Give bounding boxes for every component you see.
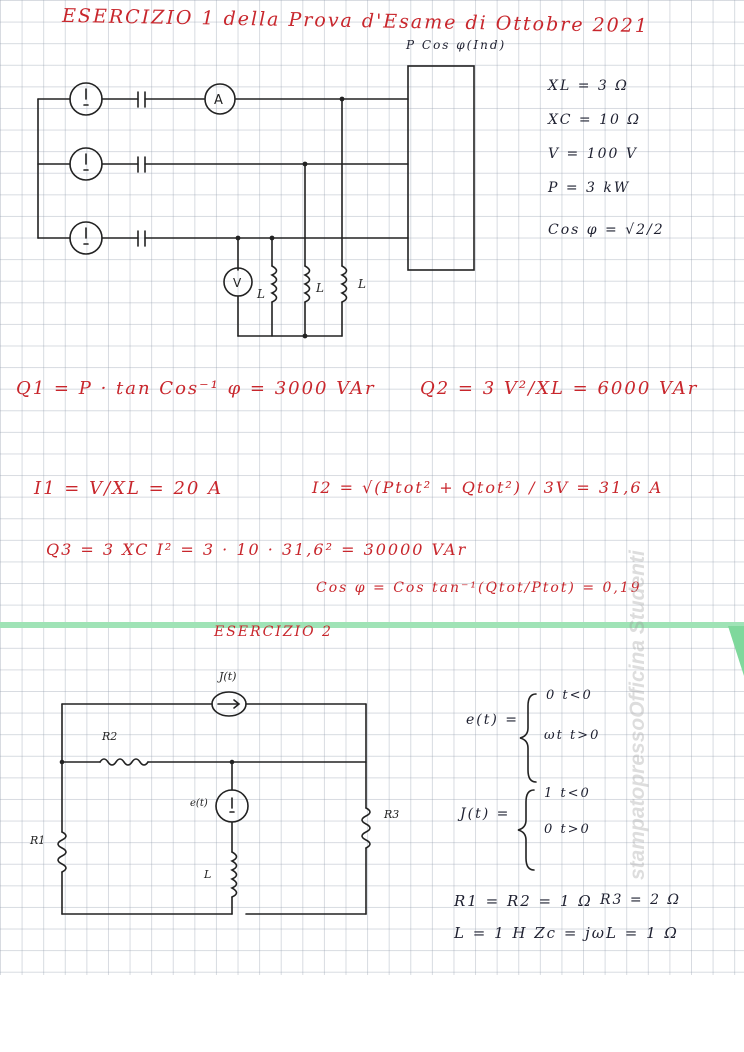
- ammeter-symbol: A: [214, 93, 223, 108]
- j-def-case2: 0 t>0: [544, 822, 591, 837]
- label-r1: R1: [29, 834, 45, 847]
- j-def-case1: 1 t<0: [544, 786, 591, 801]
- inductor-label-1: L: [256, 287, 265, 301]
- label-l: L: [203, 868, 211, 881]
- param-v: V = 100 V: [548, 146, 639, 162]
- result-i2: I2 = √(Ptot² + Qtot²) / 3V = 31,6 A: [312, 478, 664, 497]
- result-i1: I1 = V/XL = 20 A: [34, 478, 224, 499]
- param-r3: R3 = 2 Ω: [600, 892, 682, 908]
- inductor-label-3: L: [357, 277, 366, 291]
- e-def-case1: 0 t<0: [546, 688, 593, 703]
- graph-paper-background: [0, 0, 744, 975]
- page-divider: [0, 622, 744, 628]
- watermark: stampatopressoOfficina Studenti: [626, 550, 649, 880]
- page-corner-shape: [728, 626, 744, 676]
- load-label: P Cos φ(Ind): [406, 38, 507, 52]
- param-xc: XC = 10 Ω: [548, 112, 641, 128]
- label-r2: R2: [101, 730, 117, 743]
- label-e-source: e(t): [190, 798, 208, 809]
- label-j-source: J(t): [217, 670, 236, 683]
- exercise2-title: ESERCIZIO 2: [214, 624, 333, 640]
- param-r1-r2: R1 = R2 = 1 Ω: [454, 892, 593, 910]
- inductor-label-2: L: [315, 281, 324, 295]
- result-q2: Q2 = 3 V²/XL = 6000 VAr: [420, 378, 699, 399]
- param-l-zc: L = 1 H Zc = jωL = 1 Ω: [454, 924, 679, 942]
- result-q3: Q3 = 3 XC I² = 3 · 10 · 31,6² = 30000 VA…: [46, 540, 468, 559]
- e-def-name: e(t) =: [466, 712, 520, 728]
- voltmeter-symbol: V: [233, 276, 242, 290]
- result-q1: Q1 = P · tan Cos⁻¹ φ = 3000 VAr: [16, 378, 376, 399]
- param-cosphi: Cos φ = √2/2: [548, 222, 665, 238]
- result-cosphi: Cos φ = Cos tan⁻¹(Qtot/Ptot) = 0,19: [316, 580, 642, 596]
- param-p: P = 3 kW: [548, 180, 631, 196]
- param-xl: XL = 3 Ω: [548, 78, 629, 94]
- label-r3: R3: [383, 808, 399, 821]
- e-def-case2: ωt t>0: [544, 728, 601, 743]
- j-def-name: J(t) =: [460, 806, 511, 822]
